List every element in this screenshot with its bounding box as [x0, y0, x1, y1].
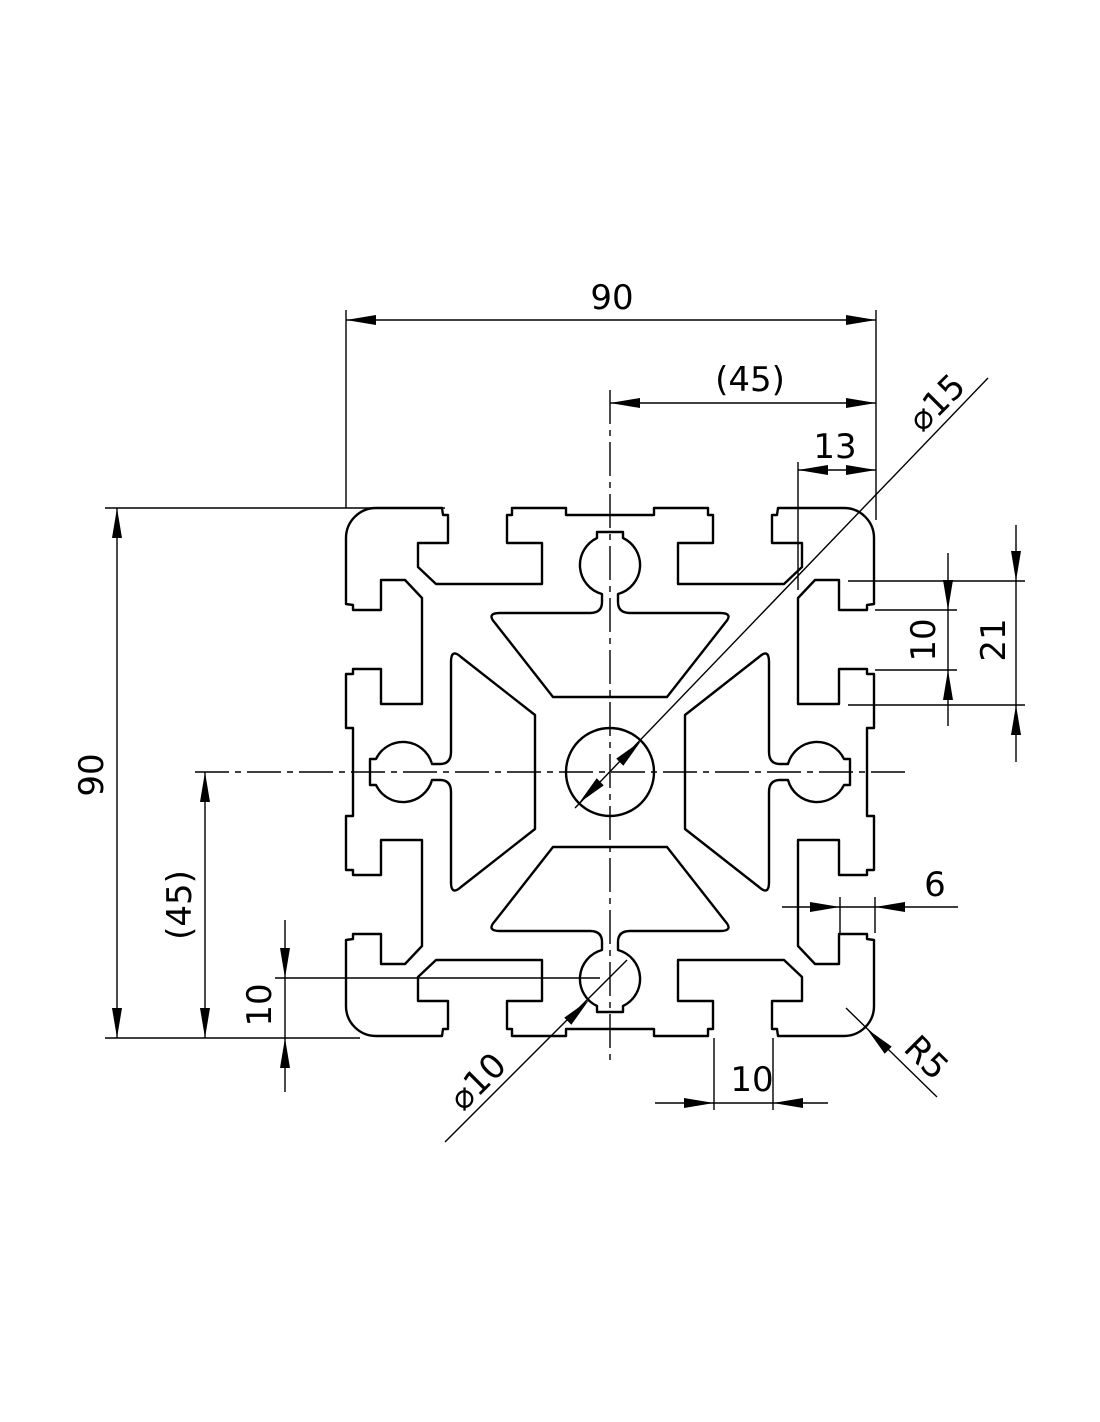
cavity-top — [490, 530, 730, 699]
cavity-right — [683, 652, 852, 892]
dim-overall-width: 90 — [590, 278, 633, 318]
cavity-left — [368, 652, 537, 892]
arrow-head — [846, 465, 876, 475]
arrow-head — [943, 580, 953, 610]
dim-slot-depth-right: 21 — [974, 618, 1014, 661]
dim-half-width: (45) — [715, 360, 785, 400]
arrow-head — [200, 1008, 210, 1038]
arrow-head — [1011, 551, 1021, 581]
arrow-head — [846, 315, 876, 325]
arrow-head — [773, 1098, 803, 1108]
arrow-head — [943, 670, 953, 700]
dimension-lines — [105, 310, 1025, 1143]
arrow-head — [564, 1000, 589, 1025]
arrow-head — [280, 1038, 290, 1068]
dim-slot-opening-right: 10 — [904, 618, 944, 661]
dim-corner-offset: 13 — [813, 427, 856, 467]
cavity-bottom — [490, 845, 730, 1014]
arrow-head — [280, 948, 290, 978]
dim-center-bore: ⌀15 — [900, 366, 973, 439]
dim-corner-radius: R5 — [896, 1028, 956, 1088]
leader-corner-radius — [845, 1007, 938, 1098]
arrow-head — [798, 465, 828, 475]
arrow-head — [200, 772, 210, 802]
arrow-head — [867, 1029, 892, 1054]
arrow-head — [610, 398, 640, 408]
leader-center-bore — [574, 377, 989, 809]
arrow-head — [810, 902, 840, 912]
profile-outer-contour — [344, 506, 876, 1038]
arrow-head — [579, 778, 604, 803]
arrow-head — [1011, 705, 1021, 735]
dim-slot-opening-bottom: 10 — [730, 1060, 773, 1100]
leader-keyhole-bore — [444, 959, 628, 1143]
arrow-head — [616, 741, 641, 766]
dim-half-height: (45) — [160, 870, 200, 940]
dim-keyhole-bore: ⌀10 — [441, 1045, 514, 1118]
dim-slot-offset-left: 10 — [240, 983, 280, 1026]
dim-wall-thickness: 6 — [924, 865, 946, 905]
arrow-head — [846, 398, 876, 408]
dim-overall-height: 90 — [72, 753, 112, 796]
arrow-head — [112, 1008, 122, 1038]
arrow-head — [112, 508, 122, 538]
arrow-head — [684, 1098, 714, 1108]
arrow-head — [875, 902, 905, 912]
arrow-head — [346, 315, 376, 325]
